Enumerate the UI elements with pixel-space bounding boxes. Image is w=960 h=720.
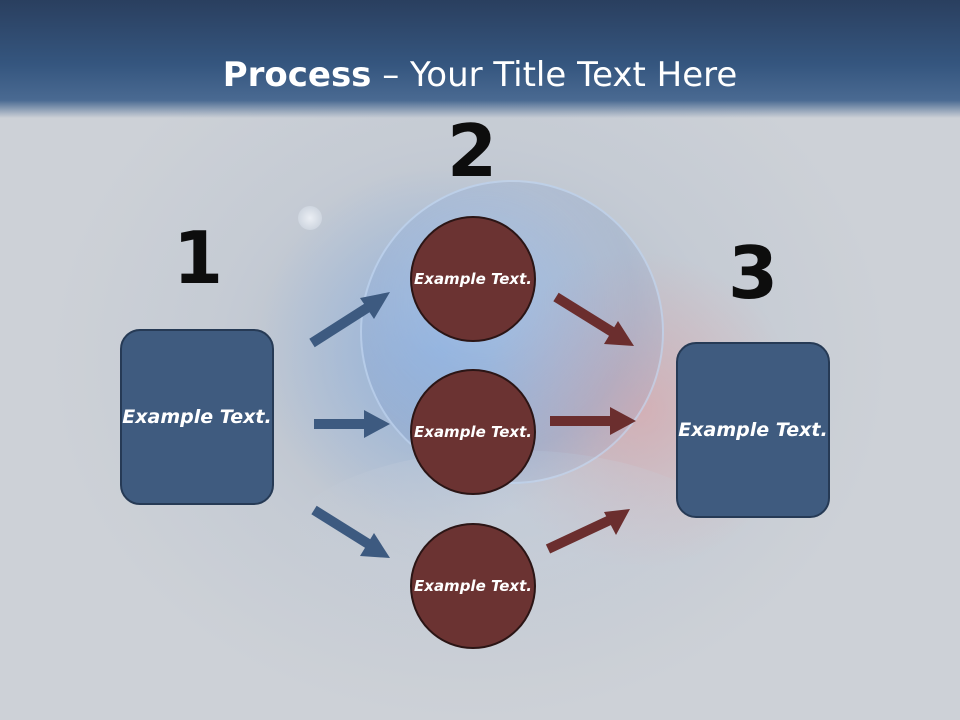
title-bold-part: Process [222,55,372,95]
step-1-label: Example Text. [122,405,272,428]
step-2-circle-top[interactable]: Example Text. [410,216,536,342]
arrow-2-to-3-top [553,292,634,346]
slide-title[interactable]: Process – Your Title Text Here [0,54,960,96]
arrow-1-to-2-top [309,292,390,348]
step-2-label-middle: Example Text. [414,422,532,441]
step-number-1: 1 [172,216,224,300]
step-number-3: 3 [727,231,779,315]
step-1-box[interactable]: Example Text. [120,329,274,505]
step-3-box[interactable]: Example Text. [676,342,830,518]
arrow-1-to-2-middle [314,410,390,438]
arrow-2-to-3-middle [550,407,636,435]
step-2-label-bottom: Example Text. [414,576,532,595]
step-2-circle-middle[interactable]: Example Text. [410,369,536,495]
step-2-label-top: Example Text. [414,269,532,288]
step-3-label: Example Text. [678,418,828,441]
title-bar [0,0,960,118]
title-rest-part: – Your Title Text Here [371,55,738,95]
step-number-2: 2 [446,109,498,193]
arrow-2-to-3-bottom [545,509,630,554]
background-moon [298,206,322,230]
arrow-1-to-2-bottom [311,505,390,558]
step-2-circle-bottom[interactable]: Example Text. [410,523,536,649]
